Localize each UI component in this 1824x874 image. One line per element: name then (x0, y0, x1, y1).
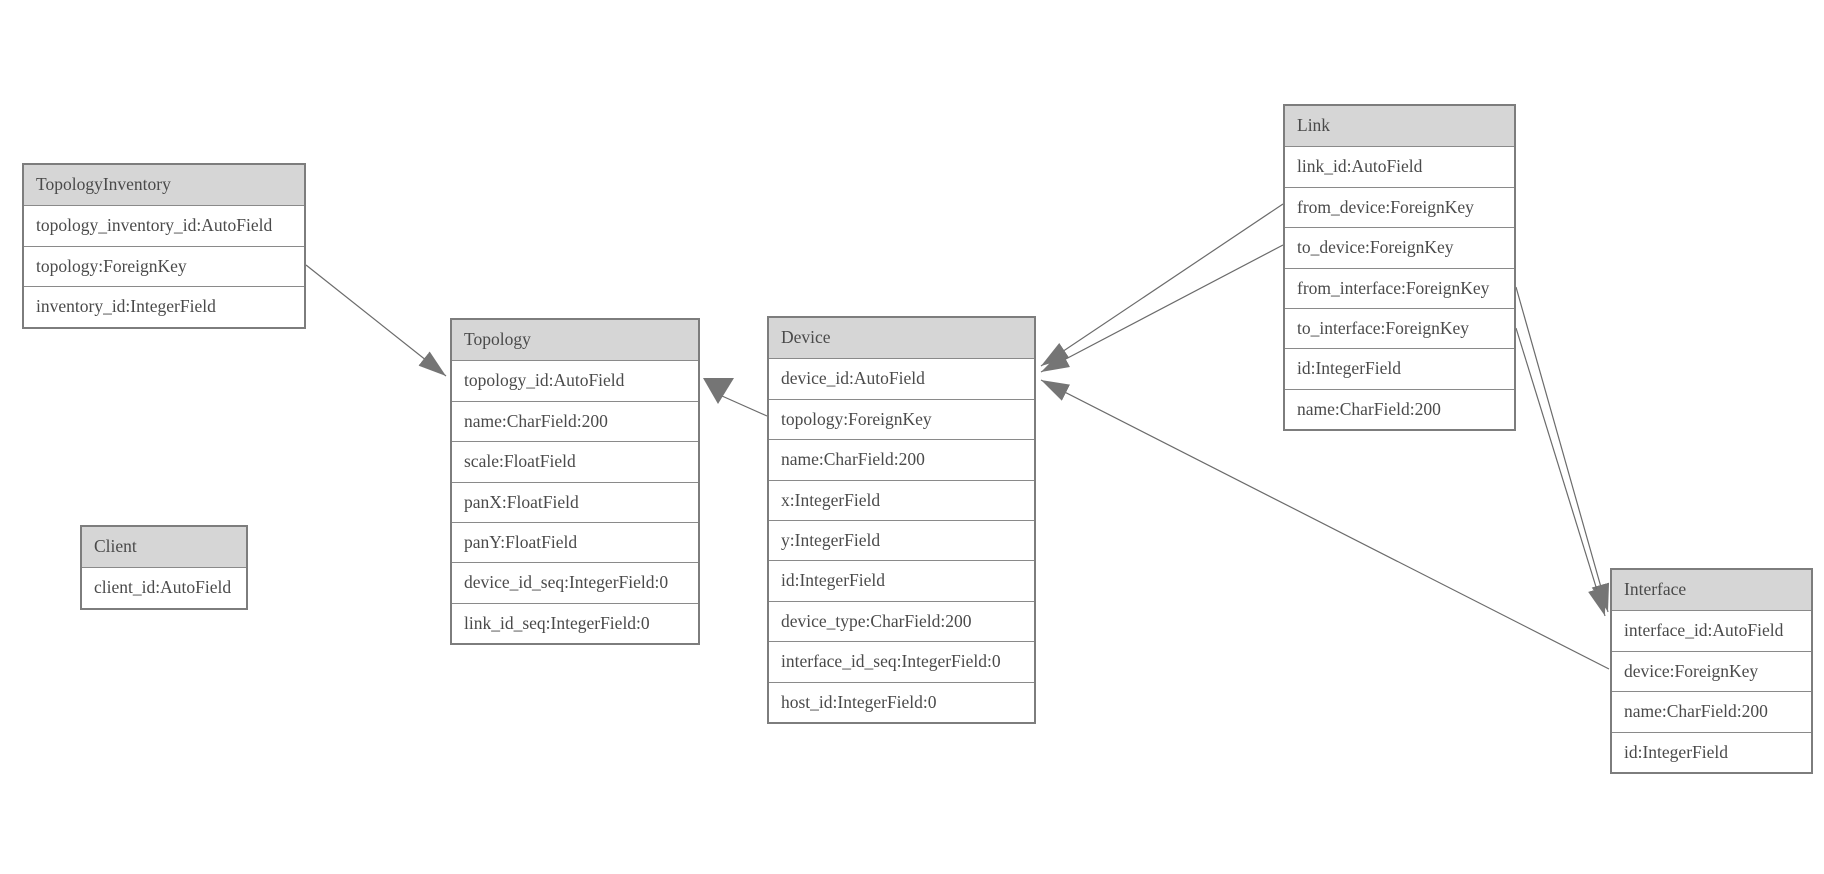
relationship-line (305, 264, 447, 377)
arrowhead-icon (703, 378, 734, 404)
entity-title: TopologyInventory (24, 165, 304, 206)
entity-field: panX:FloatField (452, 481, 698, 522)
entity-field: device:ForeignKey (1612, 650, 1811, 692)
relationship-line (1515, 327, 1606, 617)
relationship-line (721, 395, 768, 417)
entity-field: scale:FloatField (452, 441, 698, 482)
entity-field: device_id_seq:IntegerField:0 (452, 562, 698, 603)
entity-field: host_id:IntegerField:0 (769, 681, 1034, 722)
entity-field: panY:FloatField (452, 521, 698, 563)
entity-field: to_interface:ForeignKey (1285, 307, 1514, 349)
entity-field: interface_id:AutoField (1612, 610, 1811, 651)
entity-field: y:IntegerField (769, 519, 1034, 561)
entity-field: topology_inventory_id:AutoField (24, 205, 304, 246)
entity-field: link_id_seq:IntegerField:0 (452, 602, 698, 644)
relationship-line (1040, 203, 1284, 367)
entity-field: device_id:AutoField (769, 358, 1034, 399)
entity-title: Interface (1612, 570, 1811, 611)
entity-field: from_interface:ForeignKey (1285, 267, 1514, 308)
entity-field: topology:ForeignKey (24, 245, 304, 287)
entity-field: interface_id_seq:IntegerField:0 (769, 641, 1034, 682)
entity-field: inventory_id:IntegerField (24, 286, 304, 327)
entity-field: id:IntegerField (1612, 731, 1811, 772)
relationship-line (1515, 286, 1610, 613)
relationship-line (1040, 379, 1610, 670)
entity-title: Topology (452, 320, 698, 361)
entity-field: to_device:ForeignKey (1285, 227, 1514, 268)
entity-field: name:CharField:200 (1285, 388, 1514, 430)
entity-title: Client (82, 527, 246, 568)
entity-field: name:CharField:200 (769, 439, 1034, 480)
entity-field: link_id:AutoField (1285, 146, 1514, 187)
entity-field: client_id:AutoField (82, 567, 246, 608)
entity-field: topology_id:AutoField (452, 360, 698, 401)
relationship-line (1040, 244, 1284, 373)
entity-field: topology:ForeignKey (769, 398, 1034, 440)
entity-field: name:CharField:200 (452, 400, 698, 442)
entity-field: from_device:ForeignKey (1285, 186, 1514, 228)
entity-field: id:IntegerField (769, 560, 1034, 601)
entity-field: device_type:CharField:200 (769, 600, 1034, 642)
entity-title: Device (769, 318, 1034, 359)
entity-field: x:IntegerField (769, 479, 1034, 520)
entity-title: Link (1285, 106, 1514, 147)
entity-field: id:IntegerField (1285, 348, 1514, 389)
entity-field: name:CharField:200 (1612, 691, 1811, 732)
